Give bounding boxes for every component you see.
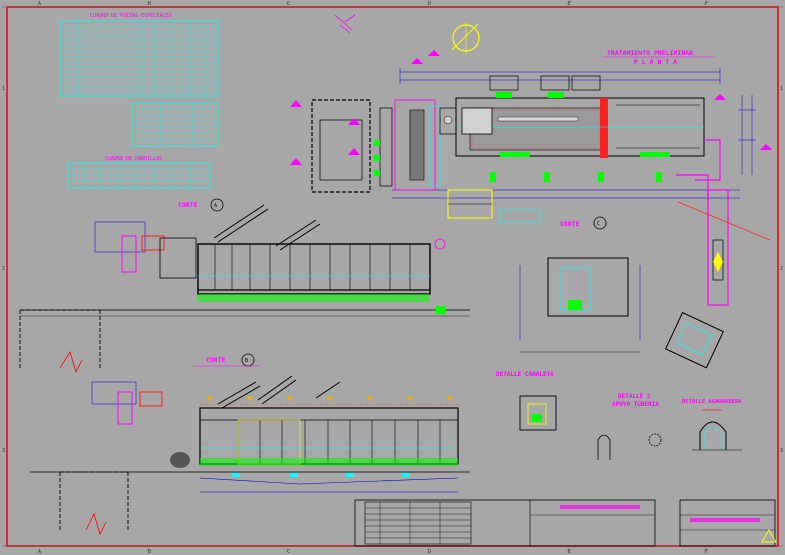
special-pieces-table: CUADRO DE PIEZAS ESPECIALES	[59, 13, 219, 147]
parrillas-title: CUADRO DE PARRILLAS	[105, 156, 162, 162]
column-labels: A B C D E F A B C D E F	[38, 1, 708, 555]
col-label-a: A	[38, 1, 41, 7]
col-label-f-bottom: F	[705, 549, 708, 555]
detail-apoyo-line2: APOYO TUBERIA	[612, 401, 659, 408]
title-block	[354, 499, 777, 547]
plan-title-block: TRATAMIENTO PRELIMINAR P L A N T A	[603, 49, 715, 66]
col-label-e-bottom: E	[568, 549, 571, 555]
corte-c-mark: C	[597, 221, 600, 227]
detail-apoyo-tuberia: DETALLE 2 APOYO TUBERIA	[597, 393, 662, 460]
special-pieces-title: CUADRO DE PIEZAS ESPECIALES	[90, 13, 171, 19]
corte-a-marker	[210, 198, 224, 212]
parrillas-table: CUADRO DE PARRILLAS	[67, 156, 211, 189]
section-c: CORTE C	[519, 216, 641, 353]
col-label-b: B	[148, 1, 151, 7]
row-label-1-right: 1	[780, 86, 783, 92]
plan-fittings	[447, 172, 662, 223]
plan-channel	[455, 75, 705, 158]
arrow-icon	[334, 14, 356, 34]
detail-canaleta: DETALLE CANALETA	[496, 371, 557, 431]
row-label-3-right: 3	[780, 448, 783, 454]
col-label-a-bottom: A	[38, 549, 41, 555]
row-label-3: 3	[2, 448, 5, 454]
north-arrow-icon	[451, 22, 480, 54]
row-labels: 1 2 3 1 2 3	[2, 86, 783, 454]
detail-apoyo-line1: DETALLE 2	[618, 393, 651, 400]
corte-c-label: CORTE	[560, 220, 580, 228]
corte-b-mark: B	[245, 358, 248, 364]
detail-canaleta-label: DETALLE CANALETA	[496, 371, 554, 378]
corte-b-label: CORTE	[206, 356, 226, 364]
section-a: CORTE A	[19, 198, 470, 374]
detail-agarradera-label: DETALLE AGARRADERA	[682, 399, 742, 405]
plan-inlet-structure	[311, 99, 493, 193]
row-label-2-right: 2	[780, 266, 783, 272]
corte-a-mark: A	[214, 203, 217, 209]
col-label-c-bottom: C	[287, 549, 290, 555]
plan-title: TRATAMIENTO PRELIMINAR	[607, 49, 693, 57]
detail-agarradera: DETALLE AGARRADERA	[682, 399, 742, 451]
corte-c-marker	[593, 216, 607, 230]
col-label-d: D	[428, 1, 431, 7]
col-label-e: E	[568, 1, 571, 7]
section-b: CORTE B	[30, 353, 470, 536]
corte-a-label: CORTE	[178, 201, 198, 209]
col-label-d-bottom: D	[428, 549, 431, 555]
section-marker-icons	[290, 50, 772, 165]
col-label-c: C	[287, 1, 290, 7]
col-label-b-bottom: B	[148, 549, 151, 555]
row-label-2: 2	[2, 266, 5, 272]
plan-outlet-pipe	[664, 139, 771, 369]
row-label-1: 1	[2, 86, 5, 92]
col-label-f: F	[705, 1, 708, 7]
plan-subtitle: P L A N T A	[634, 58, 677, 66]
